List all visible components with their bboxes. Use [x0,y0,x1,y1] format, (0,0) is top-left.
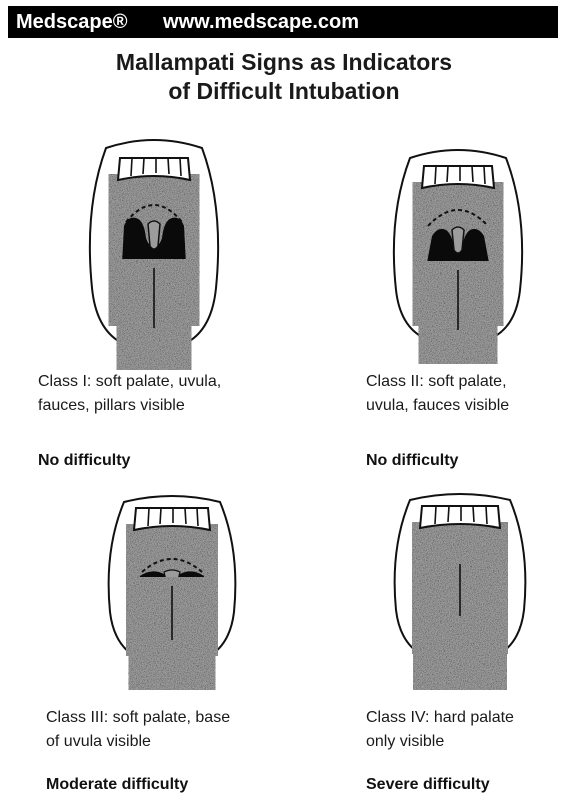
medscape-url: www.medscape.com [163,6,359,38]
title-line-1: Mallampati Signs as Indicators [0,48,568,77]
class-2-caption-line-1: Class II: soft palate, [366,370,509,394]
class-1-caption-line-2: fauces, pillars visible [38,394,221,418]
upper-teeth [422,166,494,188]
class-2-difficulty: No difficulty [366,452,458,470]
page-title: Mallampati Signs as Indicators of Diffic… [0,48,568,106]
class-3-caption-line-1: Class III: soft palate, base [46,706,230,730]
class-3-caption: Class III: soft palate, base of uvula vi… [46,706,230,754]
class-3-caption-line-2: of uvula visible [46,730,230,754]
uvula [452,227,464,253]
class-4-mouth-illustration [388,488,532,690]
class-3-difficulty: Moderate difficulty [46,776,188,794]
class-1-difficulty: No difficulty [38,452,130,470]
upper-teeth [134,508,210,530]
uvula [148,221,160,249]
upper-teeth [118,158,190,180]
class-2-mouth-illustration [388,140,528,370]
header-bar: Medscape® www.medscape.com [8,6,558,38]
class-1-caption: Class I: soft palate, uvula, fauces, pil… [38,370,221,418]
class-1-caption-line-1: Class I: soft palate, uvula, [38,370,221,394]
upper-teeth [420,506,500,528]
class-3-mouth-illustration [102,490,242,690]
class-4-caption: Class IV: hard palate only visible [366,706,514,754]
class-4-caption-line-1: Class IV: hard palate [366,706,514,730]
class-4-difficulty: Severe difficulty [366,776,490,794]
class-2-caption: Class II: soft palate, uvula, fauces vis… [366,370,509,418]
class-2-caption-line-2: uvula, fauces visible [366,394,509,418]
medscape-brand: Medscape® [16,6,127,38]
class-1-mouth-illustration [84,128,224,376]
title-line-2: of Difficult Intubation [0,77,568,106]
class-4-caption-line-2: only visible [366,730,514,754]
